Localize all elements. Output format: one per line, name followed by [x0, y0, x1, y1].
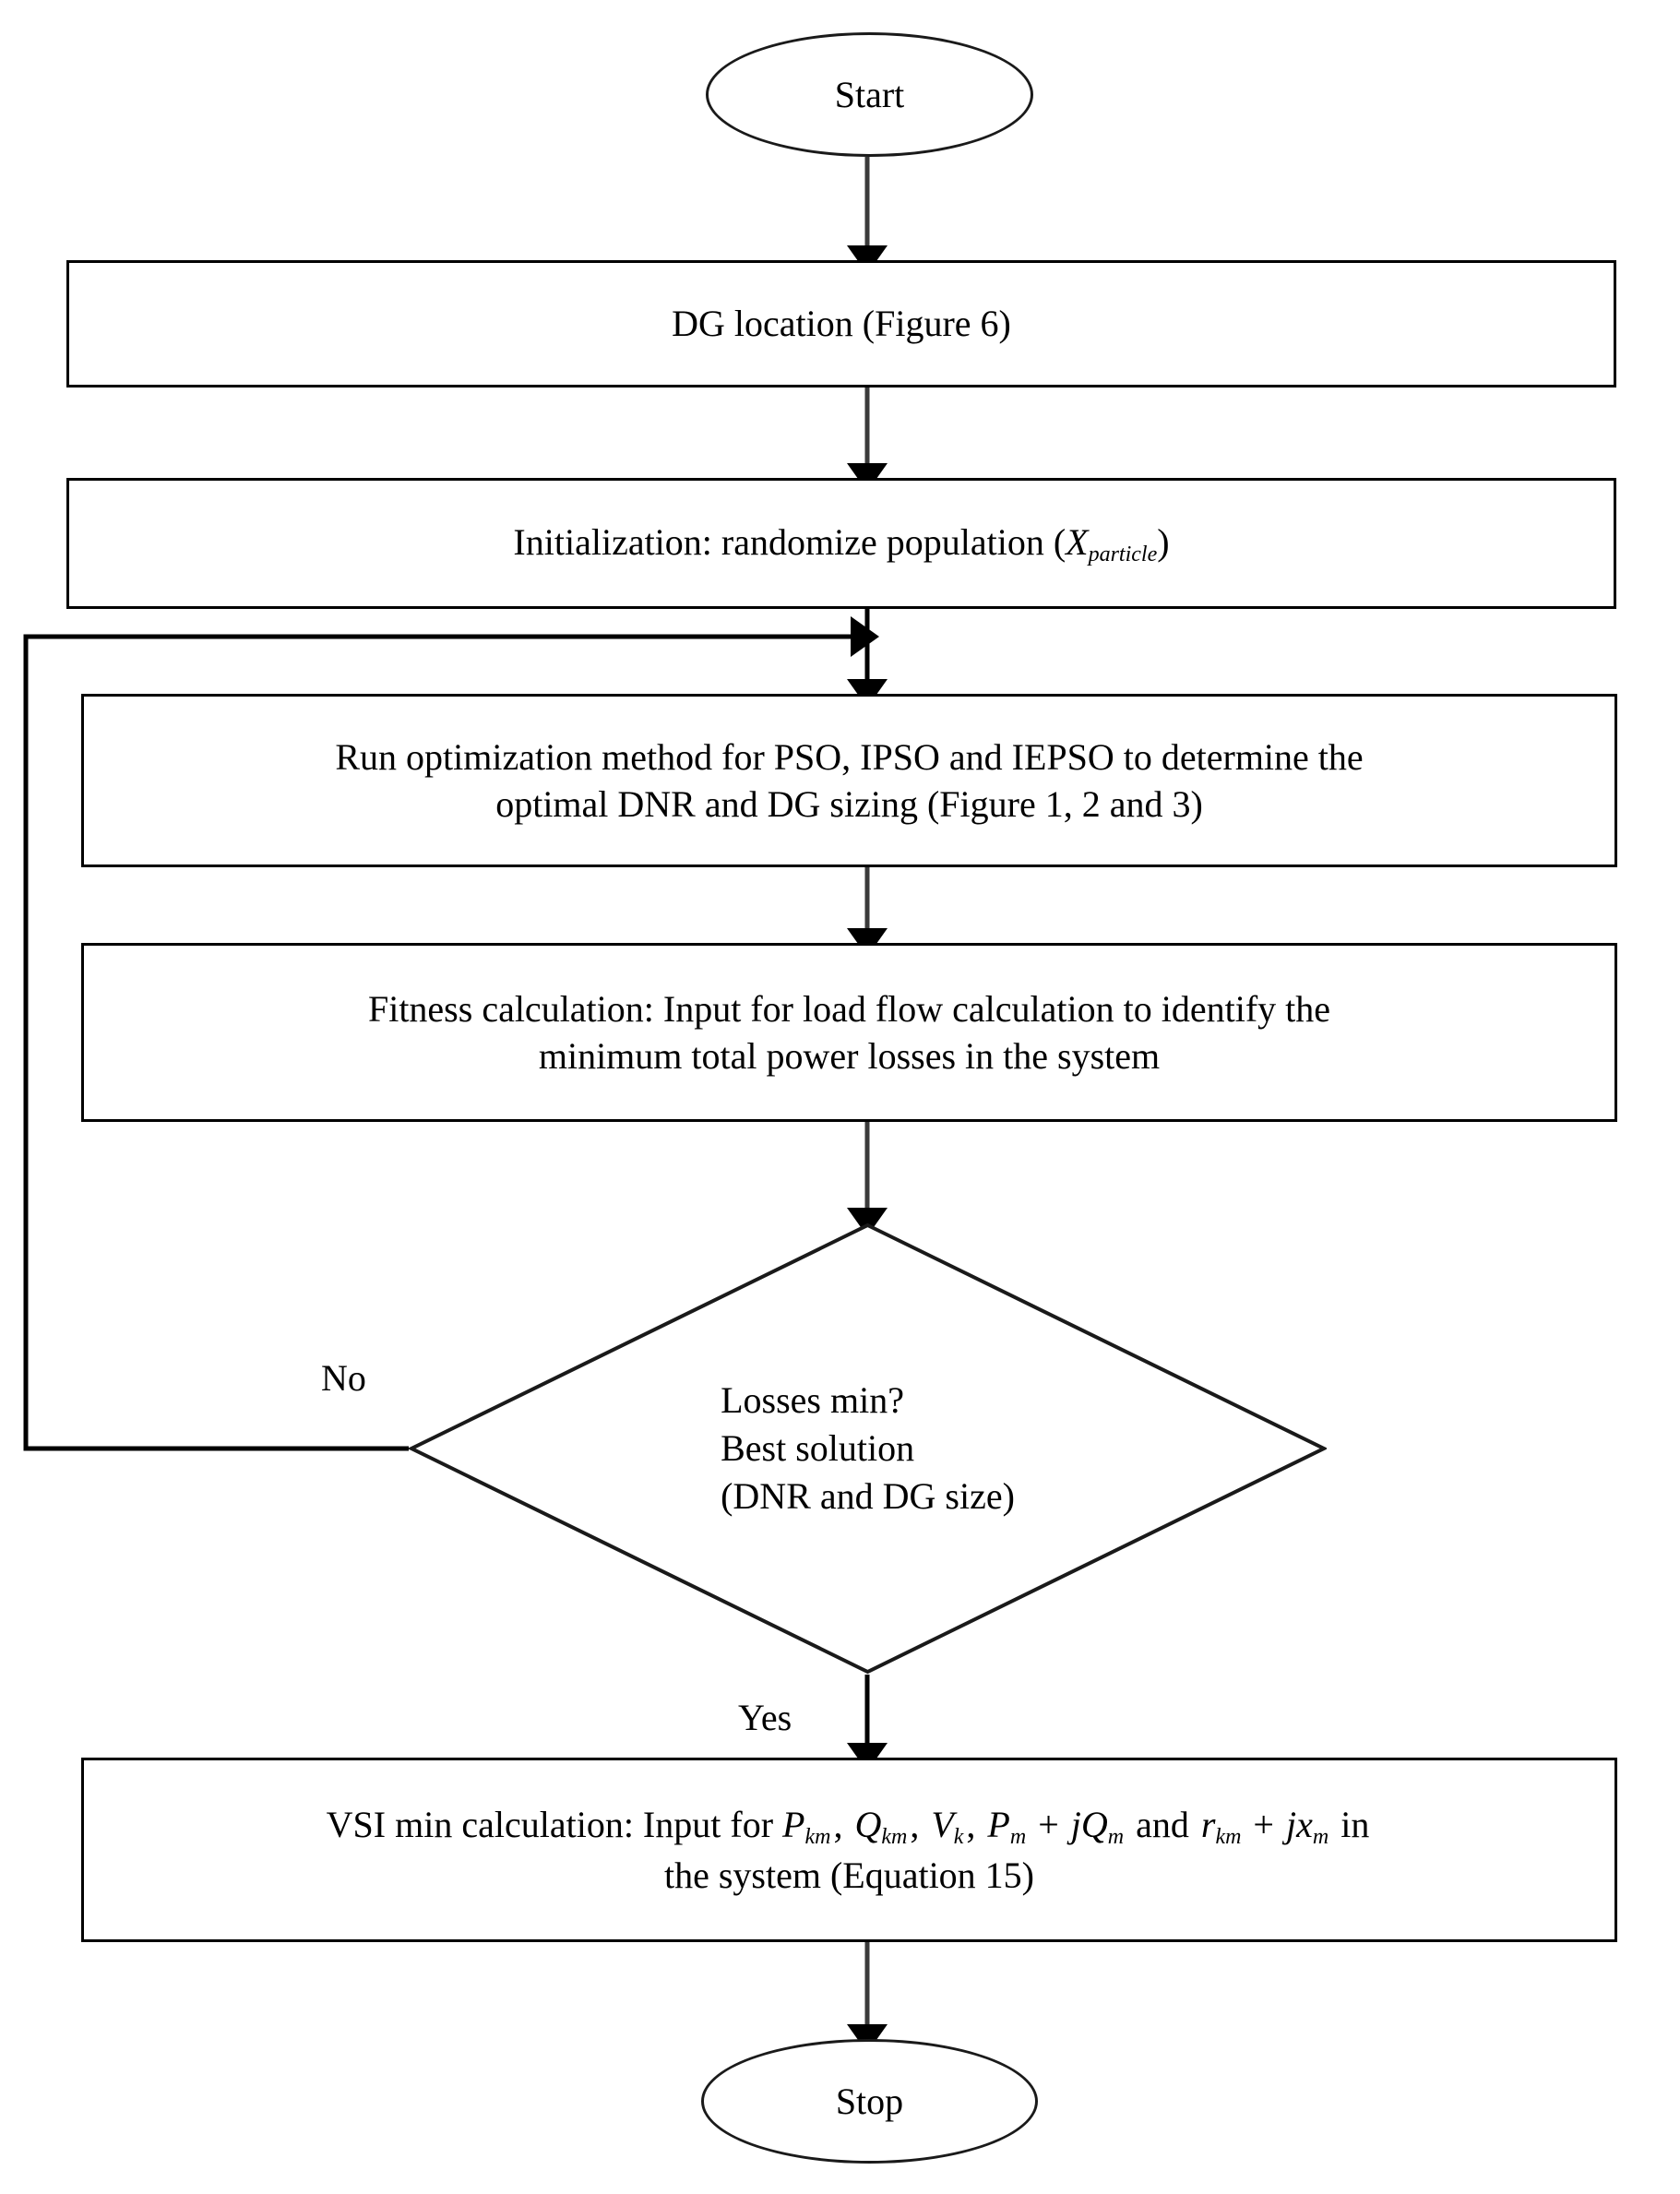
node-dg-location-label: DG location (Figure 6) [672, 303, 1011, 345]
node-vsi-calculation[interactable]: VSI min calculation: Input for Pkm, Qkm,… [81, 1758, 1617, 1942]
vsi-term-jx-m-sub: m [1312, 1825, 1329, 1850]
initialization-suffix: ) [1157, 520, 1170, 563]
vsi-line2: the system (Equation 15) [663, 1854, 1035, 1896]
vsi-term-sep-5: + [1244, 1803, 1283, 1845]
decision-line3: (DNR and DG size) [721, 1475, 1015, 1517]
vsi-term-P-km: P [782, 1803, 805, 1845]
node-stop-label: Stop [835, 2080, 904, 2122]
vsi-term-V-k: V [931, 1803, 954, 1845]
vsi-term-P-m-sub: m [1009, 1825, 1027, 1850]
fitness-line2: minimum total power losses in the system [538, 1035, 1161, 1077]
vsi-term-sep-6: in [1331, 1803, 1370, 1845]
node-stop[interactable]: Stop [701, 2039, 1038, 2164]
node-run-optimization[interactable]: Run optimization method for PSO, IPSO an… [81, 694, 1617, 867]
node-initialization[interactable]: Initialization: randomize population (Xp… [66, 478, 1616, 609]
fitness-line1: Fitness calculation: Input for load flow… [367, 987, 1331, 1030]
node-decision[interactable]: Losses min? Best solution (DNR and DG si… [409, 1222, 1327, 1675]
edge-label-yes: Yes [738, 1697, 792, 1738]
vsi-term-Q-km: Q [854, 1803, 882, 1845]
decision-label-group: Losses min? Best solution (DNR and DG si… [409, 1222, 1327, 1675]
edge-label-no: No [321, 1357, 366, 1399]
vsi-term-P-m: P [987, 1803, 1010, 1845]
vsi-term-P-km-sub: km [804, 1825, 831, 1850]
node-vsi-label: VSI min calculation: Input for Pkm, Qkm,… [314, 1801, 1386, 1899]
initialization-prefix: Initialization: randomize population ( [513, 520, 1066, 563]
decision-diamond-shape [409, 1222, 1327, 1675]
decision-line1: Losses min? [721, 1379, 904, 1421]
node-fitness-label: Fitness calculation: Input for load flow… [355, 985, 1343, 1079]
vsi-term-jQ-m: jQ [1070, 1803, 1108, 1845]
vsi-term-sep-1: , [910, 1803, 929, 1845]
initialization-variable: X [1066, 520, 1089, 563]
node-run-optimization-label: Run optimization method for PSO, IPSO an… [322, 733, 1376, 828]
vsi-term-r-km: r [1200, 1803, 1216, 1845]
run-optimization-line2: optimal DNR and DG sizing (Figure 1, 2 a… [495, 783, 1203, 825]
vsi-line1-prefix: VSI min calculation: Input for [326, 1803, 783, 1845]
vsi-term-sep-0: , [833, 1803, 852, 1845]
vsi-term-jQ-m-sub: m [1107, 1825, 1125, 1850]
vsi-term-jx-m: jx [1285, 1803, 1313, 1845]
node-start-label: Start [834, 73, 905, 115]
vsi-term-Q-km-sub: km [881, 1825, 908, 1850]
node-dg-location[interactable]: DG location (Figure 6) [66, 260, 1616, 388]
node-initialization-label: Initialization: randomize population (Xp… [500, 519, 1182, 569]
node-fitness-calculation[interactable]: Fitness calculation: Input for load flow… [81, 943, 1617, 1122]
vsi-term-V-k-sub: k [953, 1825, 964, 1850]
initialization-subscript: particle [1088, 542, 1158, 566]
vsi-term-sep-4: and [1126, 1803, 1198, 1845]
vsi-term-sep-3: + [1029, 1803, 1068, 1845]
node-start[interactable]: Start [706, 32, 1033, 157]
vsi-term-sep-2: , [966, 1803, 985, 1845]
node-decision-label: Losses min? Best solution (DNR and DG si… [708, 1377, 1028, 1520]
run-optimization-line1: Run optimization method for PSO, IPSO an… [335, 735, 1364, 778]
decision-line2: Best solution [721, 1427, 915, 1469]
vsi-term-r-km-sub: km [1215, 1825, 1242, 1850]
